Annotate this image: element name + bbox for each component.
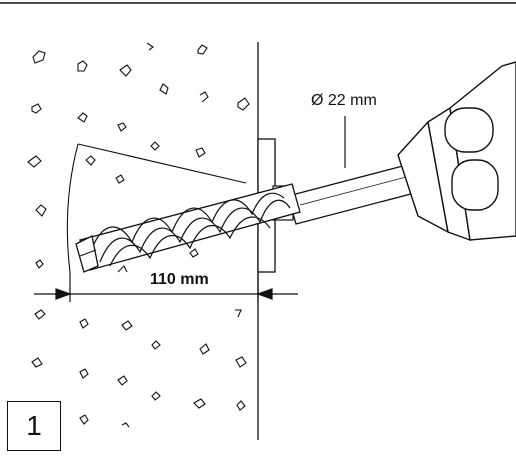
drill-cone [66,143,247,273]
depth-dimension [34,272,298,302]
shank-highlight [299,175,411,206]
drill-diameter-label: Ø 22 mm [311,92,377,109]
step-number-box: 1 [7,401,61,451]
step-number: 1 [26,410,42,441]
hammer-drill [397,61,516,242]
drill-bit [75,183,301,273]
hole-depth-label: 110 mm [150,271,209,288]
concrete-aggregate-texture [27,42,250,428]
